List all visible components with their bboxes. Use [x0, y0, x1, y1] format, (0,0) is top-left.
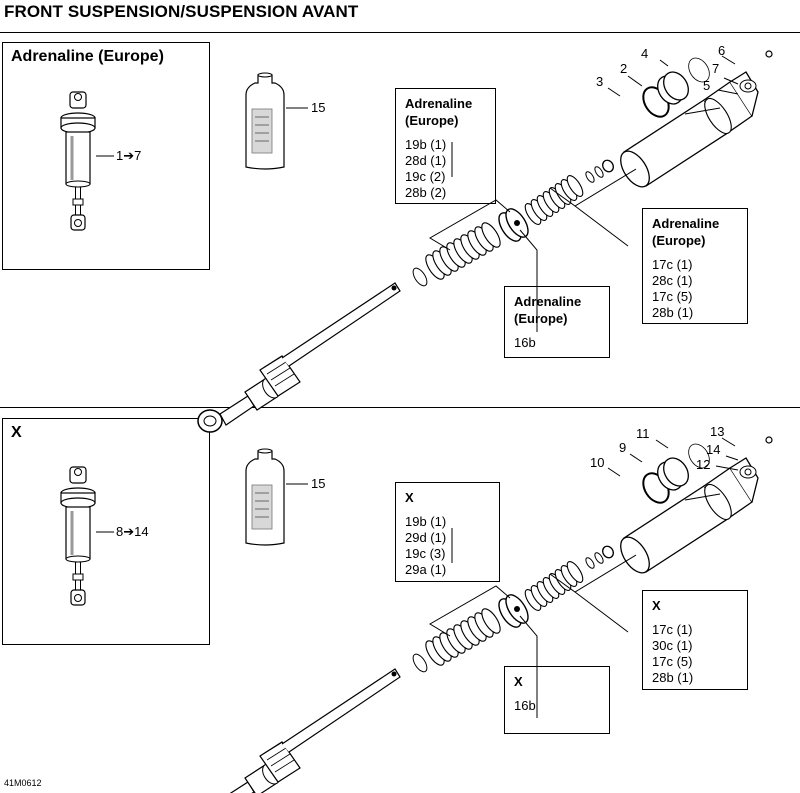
callout-line: 29d (1)	[405, 530, 447, 545]
part-number: 6	[718, 43, 726, 58]
part-number: 5	[703, 78, 711, 93]
callout-line: 28d (1)	[405, 153, 447, 168]
callout-line: 16b	[514, 335, 536, 350]
panel-title: X	[11, 424, 22, 441]
section-divider	[0, 407, 800, 408]
shock-overview-adrenaline	[59, 90, 97, 232]
shock-overview-x	[59, 465, 97, 607]
callout-header: X	[514, 674, 523, 689]
callout-line: 17c (1)	[652, 257, 693, 272]
part-number: 13	[710, 424, 725, 439]
callout-top-x: X 19b (1) 29d (1) 19c (3) 29a (1)	[395, 482, 500, 582]
callout-line: 28b (1)	[652, 305, 694, 320]
callout-header: X	[405, 490, 414, 505]
part-number: 12	[696, 457, 711, 472]
document-code: 41M0612	[4, 778, 42, 788]
callout-header: X	[652, 598, 661, 613]
callout-right-x: X 17c (1) 30c (1) 17c (5) 28b (1)	[642, 590, 748, 690]
callout-line: 28b (2)	[405, 185, 447, 200]
part-number: 14	[706, 442, 721, 457]
callout-line: 28c (1)	[652, 273, 693, 288]
callout-line: 19b (1)	[405, 514, 447, 529]
callout-line: 28b (1)	[652, 670, 694, 685]
callout-line: 17c (5)	[652, 289, 693, 304]
page-title: FRONT SUSPENSION/SUSPENSION AVANT	[4, 2, 359, 21]
callout-line: 19b (1)	[405, 137, 447, 152]
callout-line: 19c (2)	[405, 169, 446, 184]
callout-header: Adrenaline (Europe)	[405, 96, 473, 128]
callout-header: Adrenaline (Europe)	[652, 216, 720, 248]
oil-bottle-x	[245, 448, 285, 546]
panel-title: Adrenaline (Europe)	[11, 48, 164, 65]
callout-bottom-adrenaline: Adrenaline (Europe) 16b	[504, 286, 610, 358]
part-number: 3	[596, 74, 604, 89]
callout-line: 19c (3)	[405, 546, 446, 561]
callout-line: 17c (5)	[652, 654, 693, 669]
part-number: 10	[590, 455, 605, 470]
callout-top-adrenaline: Adrenaline (Europe) 19b (1) 28d (1) 19c …	[395, 88, 496, 204]
callout-line: 16b	[514, 698, 536, 713]
part-number: 11	[636, 426, 650, 441]
oil-bottle-adrenaline	[245, 72, 285, 170]
callout-bottom-x: X 16b	[504, 666, 610, 734]
part-number: 2	[620, 61, 628, 76]
callout-line: 29a (1)	[405, 562, 447, 577]
callout-right-adrenaline: Adrenaline (Europe) 17c (1) 28c (1) 17c …	[642, 208, 748, 324]
overview-label: 1➔7	[116, 148, 142, 163]
part-number: 4	[641, 46, 649, 61]
part-number: 9	[619, 440, 627, 455]
bottle-label: 15	[311, 476, 326, 491]
callout-line: 30c (1)	[652, 638, 693, 653]
title-divider	[0, 32, 800, 33]
part-number: 7	[712, 61, 720, 76]
callout-line: 17c (1)	[652, 622, 693, 637]
callout-header: Adrenaline (Europe)	[514, 294, 582, 326]
overview-label: 8➔14	[116, 524, 149, 539]
bottle-label: 15	[311, 100, 326, 115]
